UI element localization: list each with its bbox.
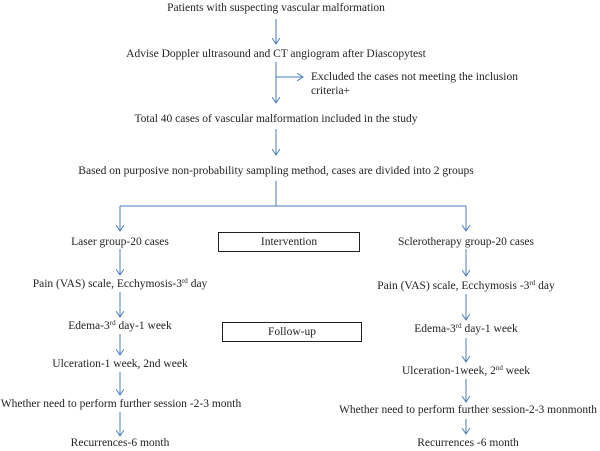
sclero-group-node: Sclerotherapy group-20 cases xyxy=(397,236,535,248)
followup-box: Follow-up xyxy=(222,322,362,342)
sampling-node: Based on purposive non-probability sampl… xyxy=(78,165,474,177)
laser-pain-node: Pain (VAS) scale, Ecchymosis-3rd day xyxy=(32,277,208,290)
excluded-node-line1: Excluded the cases not meeting the inclu… xyxy=(311,71,518,83)
advise-node: Advise Doppler ultrasound and CT angiogr… xyxy=(126,48,426,60)
sclero-edema-node: Edema-3rd day-1 week xyxy=(414,322,518,335)
sclero-recurrence-node: Recurrences -6 month xyxy=(417,437,519,449)
laser-recurrence-node: Recurrences-6 month xyxy=(70,437,170,449)
laser-ulceration-node: Ulceration-1 week, 2nd week xyxy=(52,358,188,370)
sclero-session-node: Whether need to perform further session-… xyxy=(338,404,598,416)
laser-group-node: Laser group-20 cases xyxy=(71,236,169,248)
laser-session-node: Whether need to perform further session … xyxy=(0,398,242,410)
intervention-box: Intervention xyxy=(218,232,360,252)
laser-edema-node: Edema-3rd day-1 week xyxy=(68,319,172,332)
start-node: Patients with suspecting vascular malfor… xyxy=(167,2,385,14)
excluded-node-line2: criteria+ xyxy=(311,85,351,97)
sclero-pain-node: Pain (VAS) scale, Ecchymosis -3rd day xyxy=(377,279,555,292)
total-node: Total 40 cases of vascular malformation … xyxy=(134,113,418,125)
sclero-ulceration-node: Ulceration-1week, 2nd week xyxy=(401,364,531,377)
